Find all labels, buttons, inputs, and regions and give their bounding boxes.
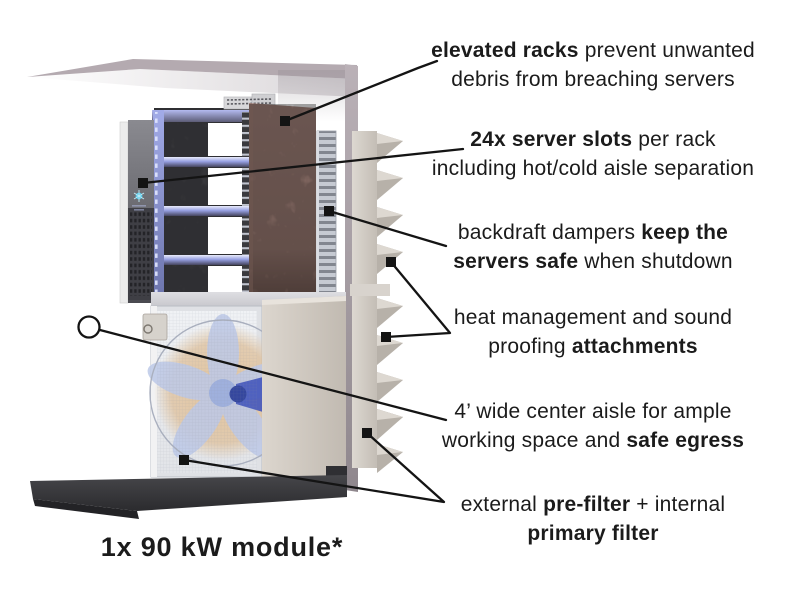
filter-mesh bbox=[157, 311, 257, 473]
server-slot-lights bbox=[242, 112, 250, 293]
callout-marker-heat-sound-lower bbox=[381, 332, 391, 342]
control-cabinet bbox=[119, 120, 154, 304]
cabinet-logo-icon bbox=[132, 190, 146, 211]
fan-housing bbox=[142, 305, 299, 478]
roof-rim bbox=[27, 59, 357, 79]
module-caption: 1x 90 kW module* bbox=[100, 532, 344, 562]
fin-stack-upper bbox=[352, 131, 403, 287]
aisle-circle-marker bbox=[77, 315, 101, 339]
roof-underside bbox=[27, 69, 357, 97]
server-shelves bbox=[152, 157, 250, 265]
callout-marker-filter-internal bbox=[179, 455, 189, 465]
louver-panel bbox=[316, 130, 337, 307]
callout-line-heat-sound bbox=[384, 260, 452, 339]
base-platform bbox=[30, 475, 347, 519]
callout-line-server-slots bbox=[141, 147, 465, 185]
callout-marker-server-slots bbox=[138, 178, 148, 188]
rack-post-leds bbox=[154, 112, 160, 298]
fan-side-box bbox=[142, 313, 168, 341]
callout-markers bbox=[77, 116, 396, 465]
callout-marker-heat-sound-upper bbox=[386, 257, 396, 267]
callout-marker-backdraft-dampers bbox=[324, 206, 334, 216]
lower-side-panel bbox=[262, 296, 347, 478]
rack-side-panel bbox=[249, 103, 316, 306]
fin-divider-ledge bbox=[350, 284, 390, 296]
callout-line-filters bbox=[182, 431, 446, 504]
rack-top-rail bbox=[152, 110, 249, 122]
callout-line-center-aisle bbox=[98, 328, 448, 422]
fin-stack-lower bbox=[352, 296, 403, 473]
callout-line-backdraft-dampers bbox=[327, 209, 448, 248]
callout-marker-filter-external bbox=[362, 428, 372, 438]
callout-line-elevated-racks bbox=[283, 59, 439, 123]
callout-lines bbox=[98, 59, 465, 504]
callout-marker-elevated-racks bbox=[280, 116, 290, 126]
